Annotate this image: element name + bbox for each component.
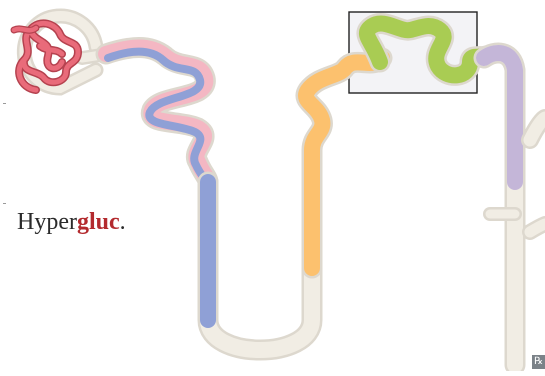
caption: Hypergluc.: [17, 209, 126, 236]
margin-tick: [3, 203, 6, 204]
loop-of-henle: [208, 182, 312, 350]
margin-tick: [3, 103, 6, 104]
rx-badge[interactable]: ℞: [532, 355, 545, 369]
caption-suffix: .: [120, 209, 126, 235]
proximal-tubule: [106, 48, 208, 183]
caption-highlight: gluc: [77, 209, 120, 235]
caption-prefix: Hyper: [17, 209, 77, 235]
collecting-duct: [484, 53, 545, 365]
